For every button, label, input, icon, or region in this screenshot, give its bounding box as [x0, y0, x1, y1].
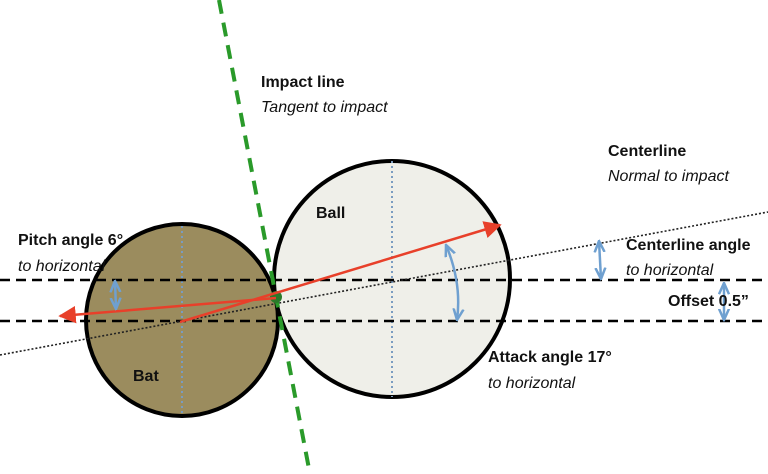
centerline-angle-arrow — [599, 241, 601, 279]
pitch-angle-arrow — [115, 281, 116, 309]
centerline-title: Centerline — [608, 143, 686, 160]
ball-label: Ball — [316, 205, 345, 222]
bat-label: Bat — [133, 368, 159, 385]
attack-angle-arc-arrow — [446, 245, 458, 320]
impact-line-title: Impact line — [261, 74, 345, 91]
impact-line-dashed — [217, 0, 312, 474]
pitch-angle-subtitle: to horizontal — [18, 258, 106, 275]
offset-label: Offset 0.5” — [668, 293, 749, 310]
attack-angle-title: Attack angle 17° — [488, 349, 612, 366]
impact-line-subtitle: Tangent to impact — [261, 99, 388, 116]
pitch-arrow — [58, 296, 277, 324]
centerline-subtitle: Normal to impact — [608, 168, 729, 185]
attack-arrow — [179, 221, 502, 324]
attack-angle-subtitle: to horizontal — [488, 375, 576, 392]
pitch-angle-title: Pitch angle 6° — [18, 232, 123, 249]
centerline-angle-subtitle: to horizontal — [626, 262, 714, 279]
centerline-angle-title: Centerline angle — [626, 237, 751, 254]
